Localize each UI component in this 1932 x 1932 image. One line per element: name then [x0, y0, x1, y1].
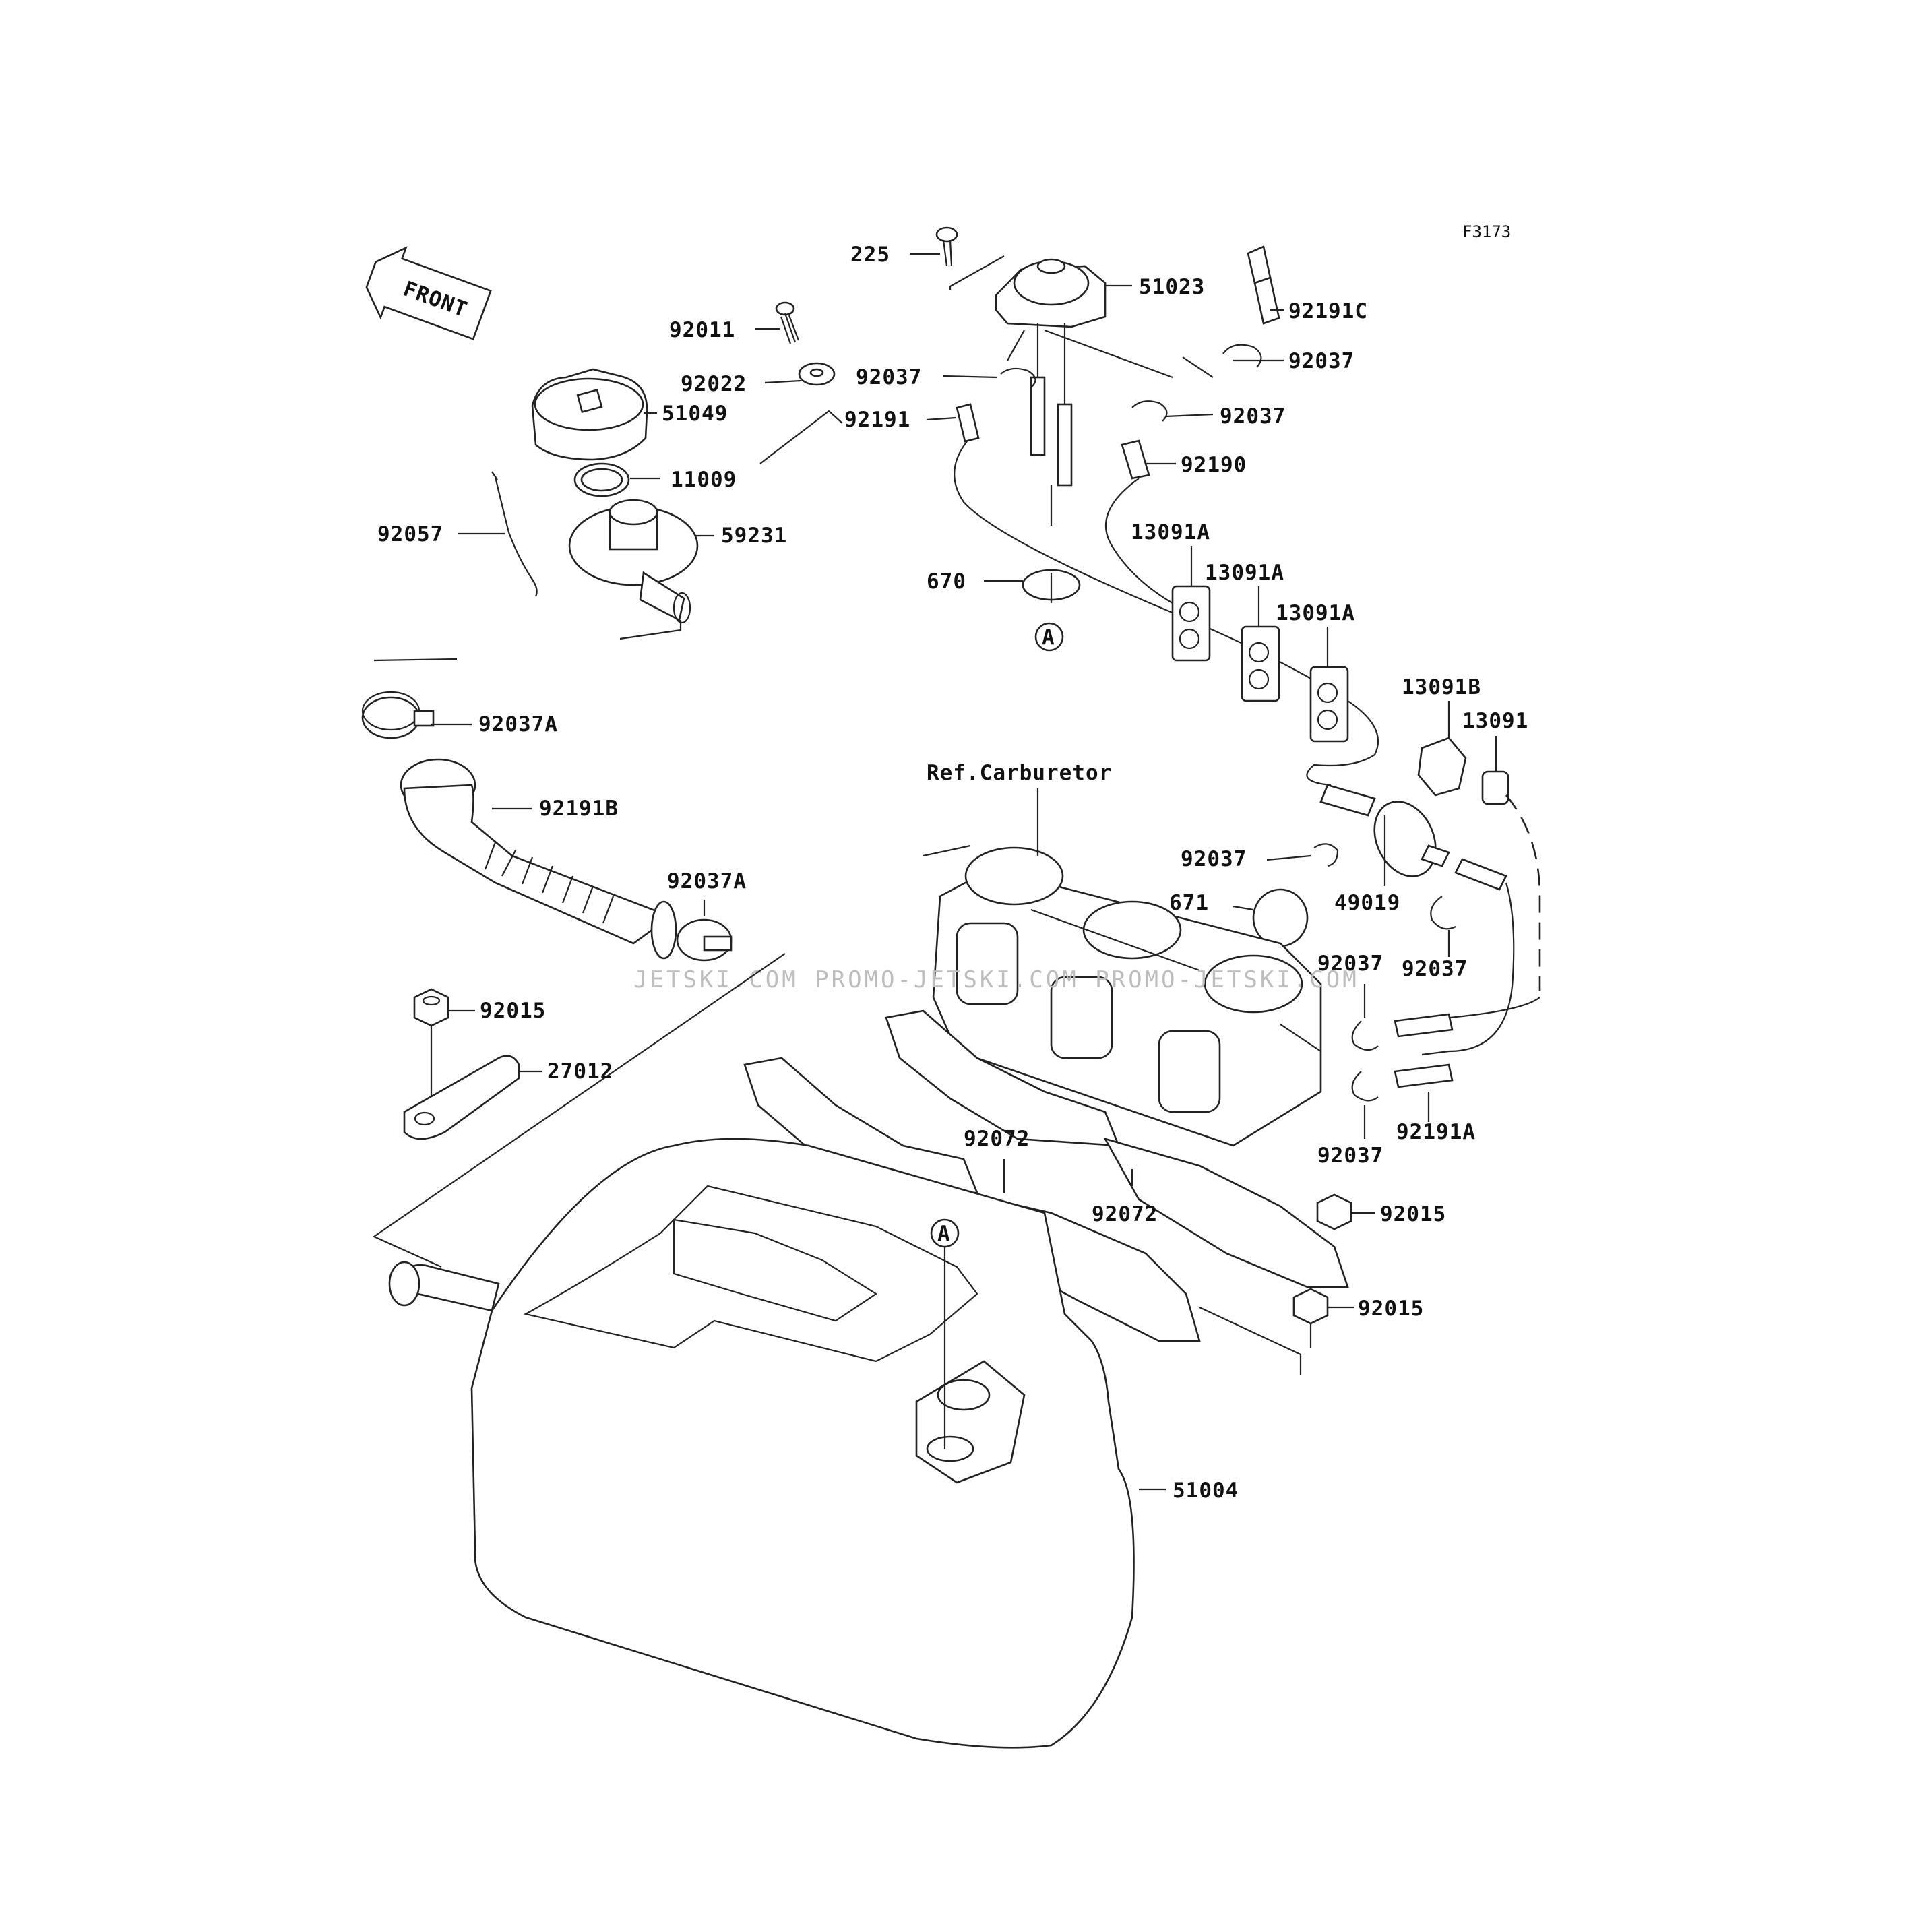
- label-92015-2: 92015: [1380, 1202, 1446, 1226]
- clamp-92037-e-icon: [1430, 896, 1456, 930]
- nut-92015-3-icon: [1292, 1288, 1329, 1325]
- callout-a-bottom: A: [930, 1218, 960, 1449]
- label-49019: 49019: [1334, 891, 1400, 915]
- clamp-92037A-1-icon: [361, 691, 435, 739]
- label-92037-e: 92037: [1402, 957, 1468, 981]
- bolt-225-icon: [935, 226, 958, 267]
- hose-92191-icon: [956, 403, 980, 443]
- hose-clip-13091A-2-icon: [1241, 625, 1280, 702]
- label-92191C: 92191C: [1288, 299, 1368, 323]
- clamp-92037-f-icon: [1351, 1020, 1379, 1051]
- oring-670-icon: [1022, 569, 1081, 603]
- leader-lines: [431, 253, 1497, 1491]
- label-92072-2: 92072: [1092, 1202, 1158, 1226]
- hose-return: [1448, 997, 1540, 1019]
- hose-clip-13091-icon: [1481, 770, 1509, 805]
- label-92037-d: 92037: [1181, 847, 1247, 871]
- callout-a-bottom-label: A: [937, 1222, 951, 1246]
- carburetor-assembly-icon: [923, 844, 1322, 1147]
- label-92037-g: 92037: [1317, 1144, 1383, 1168]
- label-13091A-3: 13091A: [1276, 601, 1355, 625]
- oring-671-icon: [1252, 888, 1309, 947]
- label-92015-3: 92015: [1358, 1297, 1424, 1321]
- label-92037A-2: 92037A: [667, 869, 747, 894]
- label-92190: 92190: [1181, 453, 1247, 477]
- diagram-code: F3173: [1462, 222, 1511, 241]
- label-92191B: 92191B: [539, 797, 619, 821]
- clamp-92037-d-icon: [1313, 843, 1339, 867]
- label-11009: 11009: [671, 468, 737, 492]
- label-92037-b: 92037: [1288, 349, 1354, 373]
- fuel-cap-51049-icon: [531, 368, 648, 461]
- fuel-tank-51004-icon: [388, 1138, 1135, 1749]
- fuel-filter-49019-icon: [1319, 784, 1507, 891]
- fuel-line-right: [1105, 478, 1173, 604]
- label-13091A-2: 13091A: [1205, 561, 1284, 585]
- hose-dashed-path: [1505, 794, 1541, 991]
- bracket-27012-icon: [403, 1055, 520, 1140]
- label-92191A: 92191A: [1396, 1120, 1476, 1144]
- nut-92015-2-icon: [1316, 1193, 1352, 1230]
- guide-line-cap-neck: [759, 410, 843, 464]
- label-92037-a: 92037: [856, 365, 922, 389]
- guide-line-tap-hoses: [1007, 329, 1214, 379]
- label-59231: 59231: [721, 524, 787, 548]
- hose-clip-13091A-3-icon: [1309, 666, 1349, 743]
- label-92191: 92191: [844, 408, 910, 432]
- label-92037A-1: 92037A: [478, 712, 558, 737]
- hose-92190-icon: [1121, 439, 1150, 480]
- guide-line-neck: [619, 620, 682, 640]
- label-51004: 51004: [1173, 1478, 1239, 1503]
- hose-clip-13091A-1-icon: [1171, 585, 1211, 662]
- clamp-92037-c-icon: [1000, 367, 1036, 388]
- label-92022: 92022: [681, 372, 747, 396]
- label-51049: 51049: [662, 402, 728, 426]
- label-13091: 13091: [1462, 709, 1528, 733]
- tether-92057-icon: [491, 471, 538, 597]
- label-27012: 27012: [547, 1059, 613, 1084]
- hose-clip-13091B-icon: [1417, 737, 1467, 797]
- label-670: 670: [927, 569, 966, 594]
- clamp-92037-g-icon: [1351, 1071, 1379, 1102]
- guide-line-hose-tank: [372, 953, 786, 1268]
- filler-neck-59231-icon: [568, 499, 699, 624]
- clamp-92037-b-icon: [1131, 400, 1168, 422]
- filler-hose-92191B-icon: [400, 758, 677, 960]
- hose-92191A-icon: [1394, 1013, 1454, 1088]
- guide-line-fueltap: [949, 255, 1005, 290]
- clamp-92037-icon: [1222, 344, 1262, 368]
- label-225: 225: [850, 243, 890, 267]
- hose-loop-right: [1421, 882, 1515, 1056]
- washer-92022-icon: [798, 362, 836, 386]
- clamp-92037A-2-icon: [676, 918, 733, 962]
- label-51023: 51023: [1139, 275, 1205, 299]
- label-92037-f: 92037: [1317, 952, 1383, 976]
- label-92011: 92011: [669, 318, 735, 342]
- label-92072-1: 92072: [964, 1127, 1030, 1151]
- ref-carburetor-label: Ref.Carburetor: [927, 761, 1112, 785]
- screw-92011-icon: [775, 301, 800, 344]
- guide-line-clamp: [373, 658, 458, 662]
- label-671: 671: [1169, 891, 1209, 915]
- label-92015-1: 92015: [480, 999, 546, 1023]
- front-arrow-icon: FRONT: [365, 246, 492, 340]
- callout-a-top: A: [1034, 622, 1064, 652]
- label-92057: 92057: [377, 522, 443, 547]
- callout-a-label: A: [1042, 625, 1055, 650]
- fuel-tap-51023-icon: [995, 258, 1107, 526]
- label-92037-c: 92037: [1220, 404, 1286, 429]
- label-13091A-1: 13091A: [1131, 520, 1210, 544]
- mount-92072-2-icon: [885, 1009, 1349, 1288]
- leader-92015-3: [1199, 1307, 1312, 1375]
- hose-92191C-icon: [1247, 245, 1280, 325]
- oring-11009-icon: [573, 462, 630, 497]
- watermark: JETSKI.COM PROMO-JETSKI.COM PROMO-JETSKI…: [633, 966, 1359, 993]
- label-13091B: 13091B: [1402, 675, 1481, 699]
